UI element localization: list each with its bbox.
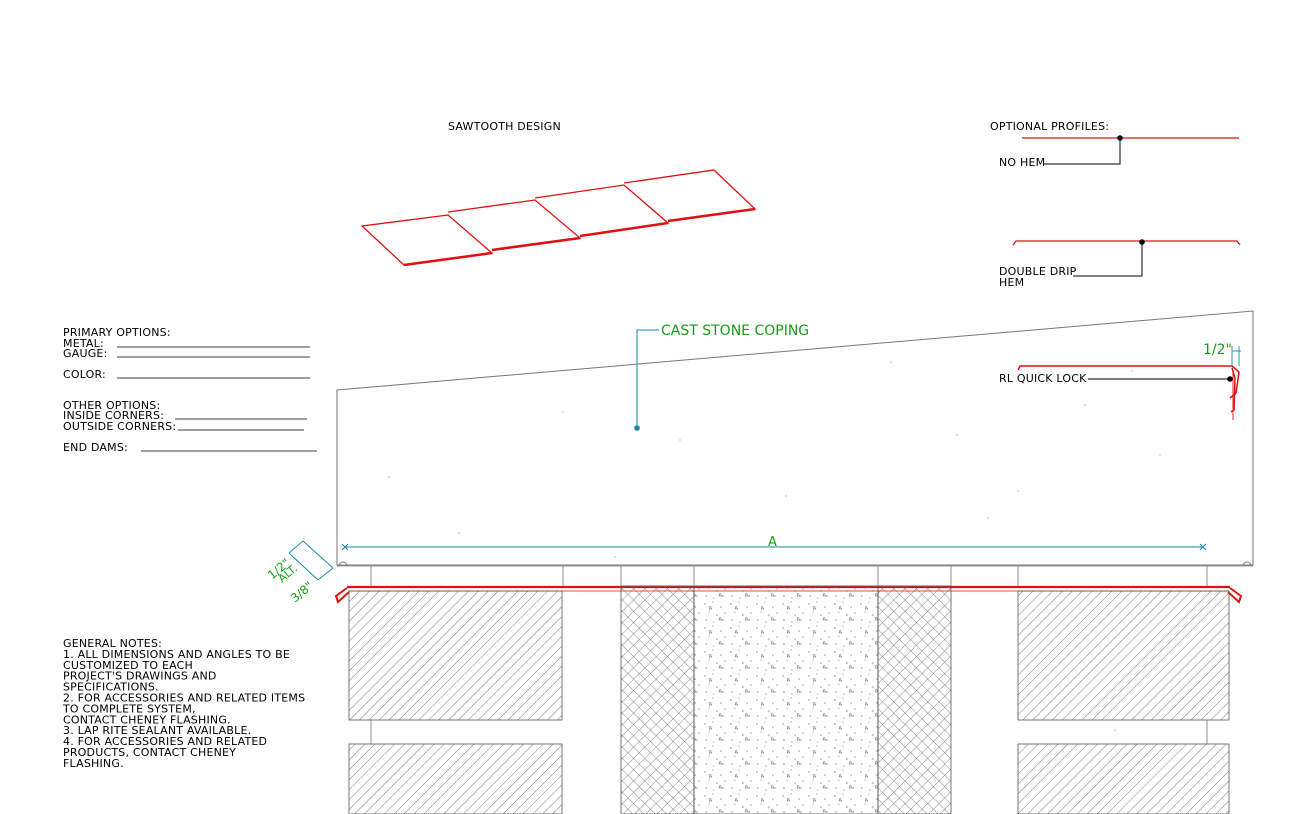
sawtooth-design-title: SAWTOOTH DESIGN [448,120,561,133]
gauge-label: GAUGE: [63,347,107,360]
options-block [117,346,317,452]
general-notes: GENERAL NOTES:1. ALL DIMENSIONS AND ANGL… [62,637,305,770]
general-note-line: SPECIFICATIONS. [63,681,159,694]
color-label: COLOR: [63,368,106,381]
other-options-heading: OTHER OPTIONS: [63,399,160,412]
dimension-a-label: A [768,535,777,550]
alt-dimension [288,540,334,581]
inside-corners-label: INSIDE CORNERS: [63,409,164,422]
general-note-line: FLASHING. [63,757,124,770]
rl-quick-lock-leader [1088,376,1233,382]
double-drip-hem-label-line2: HEM [999,276,1024,289]
dimension-a [341,543,1207,551]
quick-lock-dim-text: 1/2" [1203,342,1232,358]
outside-corners-label: OUTSIDE CORNERS: [63,420,176,433]
double-drip-hem-label-line1: DOUBLE DRIP [999,265,1077,278]
no-hem-profile [1022,135,1239,165]
quick-lock-dimension [1231,346,1241,366]
sawtooth-graphic [360,169,757,267]
general-note-line: 1. ALL DIMENSIONS AND ANGLES TO BE [63,648,290,661]
three-eighths-text: 3/8" [288,579,316,606]
double-drip-hem-profile [1012,239,1241,277]
cast-stone-coping [336,310,1254,731]
primary-options-heading: PRIMARY OPTIONS: [63,326,171,339]
metal-label: METAL: [63,337,104,350]
rl-quick-lock-profile [1017,365,1240,420]
general-note-line: TO COMPLETE SYSTEM, [62,702,196,715]
end-dams-label: END DAMS: [63,441,128,454]
wall-section [337,565,1253,814]
general-note-line: 3. LAP RITE SEALANT AVAILABLE. [63,724,251,737]
cast-stone-leader [634,329,659,431]
general-note-line: 2. FOR ACCESSORIES AND RELATED ITEMS [63,692,305,705]
rl-quick-lock-label: RL QUICK LOCK [999,372,1087,385]
cast-stone-coping-label: CAST STONE COPING [661,323,809,339]
general-note-line: PROJECT'S DRAWINGS AND [63,670,217,683]
general-note-line: 4. FOR ACCESSORIES AND RELATED [63,735,267,748]
general-note-line: GENERAL NOTES: [63,637,162,650]
general-note-line: PRODUCTS, CONTACT CHENEY [63,746,236,759]
optional-profiles-heading: OPTIONAL PROFILES: [990,120,1109,133]
general-note-line: CUSTOMIZED TO EACH [63,659,193,672]
no-hem-label: NO HEM [999,156,1045,169]
general-note-line: CONTACT CHENEY FLASHING. [63,713,231,726]
